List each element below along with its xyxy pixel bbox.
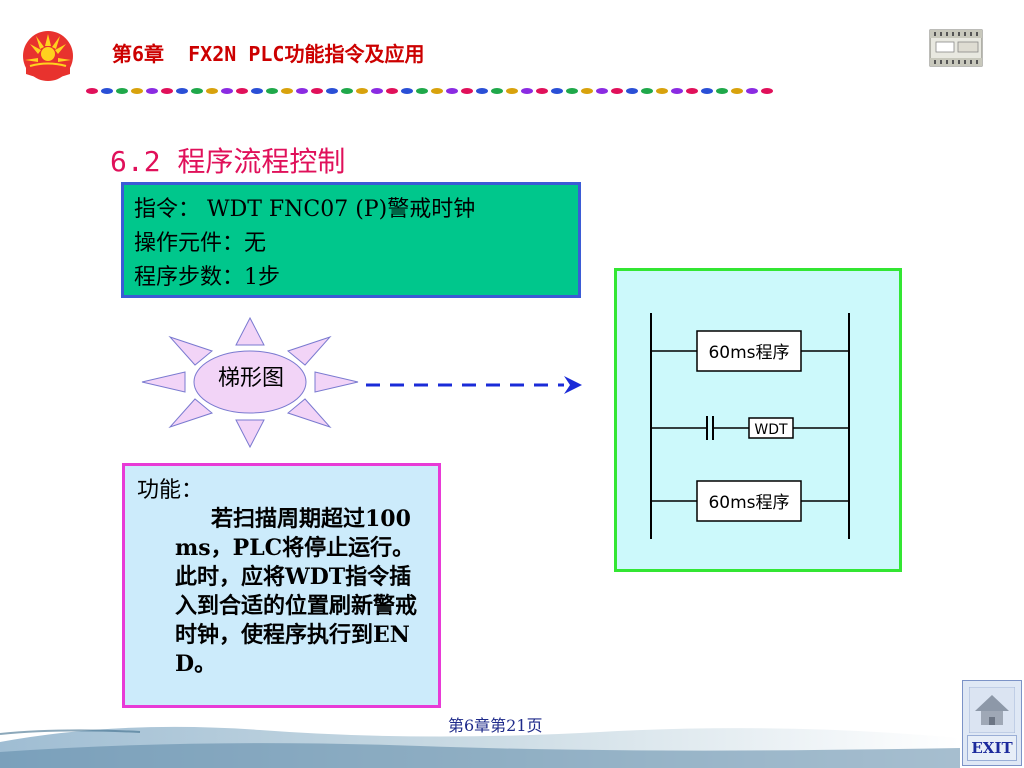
divider-dot [161, 88, 173, 94]
section-title: 6.2 程序流程控制 [110, 145, 346, 178]
divider-dot [671, 88, 683, 94]
petrochina-logo-icon [23, 31, 73, 81]
divider-dot [266, 88, 278, 94]
divider-dot [431, 88, 443, 94]
program-block-label: 60ms程序 [708, 493, 789, 513]
footer-landscape-decoration [0, 726, 960, 768]
divider-dot [116, 88, 128, 94]
ladder-diagram: 60ms程序 WDT 60ms程序 [650, 313, 850, 539]
divider-dot [746, 88, 758, 94]
dashed-arrow-icon [366, 376, 582, 394]
divider-dot [716, 88, 728, 94]
divider-dot [641, 88, 653, 94]
divider-dot [521, 88, 533, 94]
instruction-line: 指令： WDT FNC07 (P)警戒时钟 [134, 197, 476, 222]
chapter-title: 第6章 FX2N PLC功能指令及应用 [112, 42, 425, 66]
wdt-label: WDT [754, 422, 788, 438]
divider-dot [596, 88, 608, 94]
divider-dot [386, 88, 398, 94]
divider-dot [146, 88, 158, 94]
divider-dot [686, 88, 698, 94]
divider-dot [341, 88, 353, 94]
function-body: 若扫描周期超过100ms，PLC将停止运行。此时，应将WDT指令插入到合适的位置… [175, 506, 418, 677]
divider-dot [416, 88, 428, 94]
divider-dot [281, 88, 293, 94]
divider-dot [491, 88, 503, 94]
divider-dot [566, 88, 578, 94]
home-icon[interactable] [969, 687, 1015, 733]
divider-dot [236, 88, 248, 94]
program-block [696, 480, 802, 522]
sunburst-shape [141, 316, 359, 449]
operand-line: 操作元件：无 [134, 231, 267, 256]
divider-dot [251, 88, 263, 94]
divider-dot [311, 88, 323, 94]
divider-dot [461, 88, 473, 94]
divider-dot [506, 88, 518, 94]
divider-dot [446, 88, 458, 94]
exit-button[interactable]: EXIT [967, 735, 1017, 761]
decorative-dot-divider [86, 88, 773, 94]
divider-dot [656, 88, 668, 94]
divider-dot [326, 88, 338, 94]
divider-dot [176, 88, 188, 94]
divider-dot [206, 88, 218, 94]
divider-dot [101, 88, 113, 94]
divider-dot [611, 88, 623, 94]
instruction-info-box: 指令： WDT FNC07 (P)警戒时钟 操作元件：无 程序步数：1步 [121, 182, 581, 298]
divider-dot [191, 88, 203, 94]
divider-dot [536, 88, 548, 94]
page-number: 第6章第21页 [448, 716, 543, 735]
navigation-panel: EXIT [962, 680, 1022, 766]
divider-dot [371, 88, 383, 94]
divider-dot [221, 88, 233, 94]
divider-dot [581, 88, 593, 94]
divider-dot [296, 88, 308, 94]
plc-device-icon [929, 29, 983, 67]
divider-dot [701, 88, 713, 94]
program-steps-line: 程序步数：1步 [134, 265, 280, 290]
divider-dot [356, 88, 368, 94]
divider-dot [86, 88, 98, 94]
program-block-label: 60ms程序 [708, 343, 789, 363]
divider-dot [731, 88, 743, 94]
divider-dot [626, 88, 638, 94]
divider-dot [761, 88, 773, 94]
function-title: 功能： [137, 478, 204, 503]
function-description-box: 功能： 若扫描周期超过100ms，PLC将停止运行。此时，应将WDT指令插入到合… [122, 463, 441, 708]
divider-dot [401, 88, 413, 94]
ladder-diagram-label: 梯形图 [217, 366, 284, 391]
divider-dot [476, 88, 488, 94]
program-block [696, 330, 802, 372]
divider-dot [551, 88, 563, 94]
ladder-diagram-panel: 60ms程序 WDT 60ms程序 [614, 268, 902, 572]
divider-dot [131, 88, 143, 94]
